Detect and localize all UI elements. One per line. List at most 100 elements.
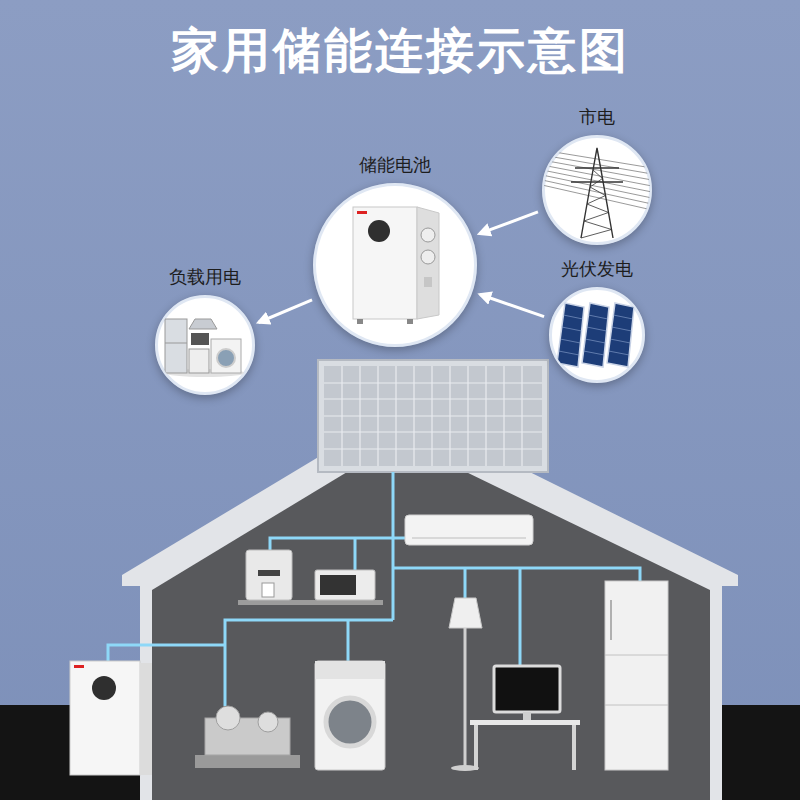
coffee-machine bbox=[246, 550, 292, 600]
pylon-lattice bbox=[581, 170, 612, 238]
coffee-spout bbox=[258, 570, 280, 576]
computer-desk bbox=[470, 666, 580, 770]
microwave bbox=[191, 333, 209, 345]
solar-grid bbox=[612, 327, 632, 331]
cabinet-front bbox=[353, 207, 417, 319]
power-wire bbox=[542, 180, 652, 204]
stove bbox=[189, 349, 209, 373]
ac-body bbox=[405, 515, 533, 545]
cabinet-socket bbox=[421, 228, 435, 242]
panel-grid bbox=[324, 366, 542, 466]
cabinet-socket bbox=[421, 250, 435, 264]
circle-illustration bbox=[557, 303, 634, 367]
monitor bbox=[494, 666, 560, 712]
solar-grid bbox=[610, 339, 630, 343]
flow-arrow bbox=[479, 212, 538, 234]
desk-top bbox=[470, 720, 580, 725]
node-label: 储能电池 bbox=[359, 153, 431, 177]
circle-outline bbox=[155, 295, 255, 395]
microwave-body bbox=[315, 570, 375, 600]
node-label: 负载用电 bbox=[169, 265, 241, 289]
circle-shape bbox=[155, 295, 255, 395]
floor-lamp bbox=[449, 598, 482, 771]
solar-grid bbox=[559, 351, 580, 355]
fridge-body bbox=[605, 581, 668, 770]
microwave-window bbox=[320, 575, 356, 595]
power-wire bbox=[542, 160, 652, 180]
cabinet-logo bbox=[357, 211, 367, 214]
washer-door bbox=[217, 349, 235, 367]
fridge-handle bbox=[610, 600, 612, 640]
lamp-shade bbox=[449, 598, 482, 628]
desk-leg bbox=[474, 725, 478, 770]
solar-panel bbox=[607, 303, 634, 367]
circle-shape bbox=[542, 135, 652, 245]
circle-illustration bbox=[165, 319, 245, 377]
solar-grid bbox=[587, 327, 607, 331]
pump-tank bbox=[216, 706, 240, 730]
range-hood bbox=[189, 319, 217, 329]
node-label: 市电 bbox=[579, 105, 615, 129]
solar-grid bbox=[560, 339, 580, 343]
solar-grid bbox=[585, 339, 605, 343]
monitor-stand bbox=[523, 712, 531, 720]
flow-arrow bbox=[258, 300, 312, 323]
circle-fill bbox=[544, 137, 651, 244]
cabinet-display bbox=[92, 676, 116, 700]
power-wire bbox=[542, 150, 652, 168]
home-battery-cabinet bbox=[70, 661, 152, 775]
circle-outline bbox=[313, 183, 477, 347]
solar-grid bbox=[588, 315, 607, 319]
water-pump bbox=[195, 706, 300, 768]
washing-machine bbox=[315, 661, 385, 770]
circle-fill bbox=[157, 297, 254, 394]
device-circle: 光伏发电 bbox=[549, 257, 645, 383]
device-circle: 负载用电 bbox=[155, 265, 255, 395]
refrigerator bbox=[605, 581, 668, 770]
cabinet-side bbox=[417, 207, 439, 319]
pylon-arm bbox=[575, 167, 619, 168]
circle-illustration bbox=[353, 207, 439, 324]
desk-leg bbox=[572, 725, 576, 770]
node-label: 光伏发电 bbox=[561, 257, 633, 281]
cabinet-logo bbox=[74, 665, 84, 668]
solar-grid bbox=[584, 351, 605, 355]
solar-grid bbox=[563, 315, 582, 319]
panel-frame bbox=[318, 360, 548, 472]
power-wire bbox=[542, 155, 652, 174]
fridge-split bbox=[165, 343, 187, 344]
air-conditioner bbox=[405, 515, 533, 545]
power-wire bbox=[542, 175, 652, 198]
fridge-split bbox=[605, 655, 668, 656]
diagram-title: 家用储能连接示意图 bbox=[0, 20, 800, 80]
roof-solar-panel bbox=[318, 360, 548, 472]
washer-body bbox=[315, 661, 385, 770]
circle-illustration bbox=[542, 148, 652, 238]
fridge bbox=[165, 319, 187, 373]
solar-grid bbox=[609, 351, 630, 355]
washer bbox=[211, 339, 241, 373]
washer-panel bbox=[315, 661, 385, 679]
coffee-body bbox=[246, 550, 292, 600]
cabinet-foot bbox=[357, 319, 363, 324]
power-wire bbox=[542, 165, 652, 186]
circle-shape bbox=[549, 287, 645, 383]
device-circle: 市电 bbox=[542, 105, 652, 245]
circle-fill bbox=[315, 185, 476, 346]
cabinet-switch bbox=[424, 277, 432, 287]
solar-grid bbox=[562, 327, 582, 331]
microwave bbox=[315, 570, 375, 600]
circle-shape bbox=[313, 183, 477, 347]
pump-base bbox=[195, 755, 300, 768]
device-circle: 储能电池 bbox=[313, 153, 477, 347]
circle-outline bbox=[542, 135, 652, 245]
circle-fill bbox=[551, 289, 644, 382]
cabinet-foot bbox=[407, 319, 413, 324]
lamp-pole bbox=[464, 628, 467, 766]
solar-grid bbox=[613, 315, 632, 319]
fridge-split bbox=[605, 705, 668, 706]
wall-shelf bbox=[238, 600, 383, 605]
pump-tank bbox=[258, 712, 278, 732]
circle-outline bbox=[549, 287, 645, 383]
